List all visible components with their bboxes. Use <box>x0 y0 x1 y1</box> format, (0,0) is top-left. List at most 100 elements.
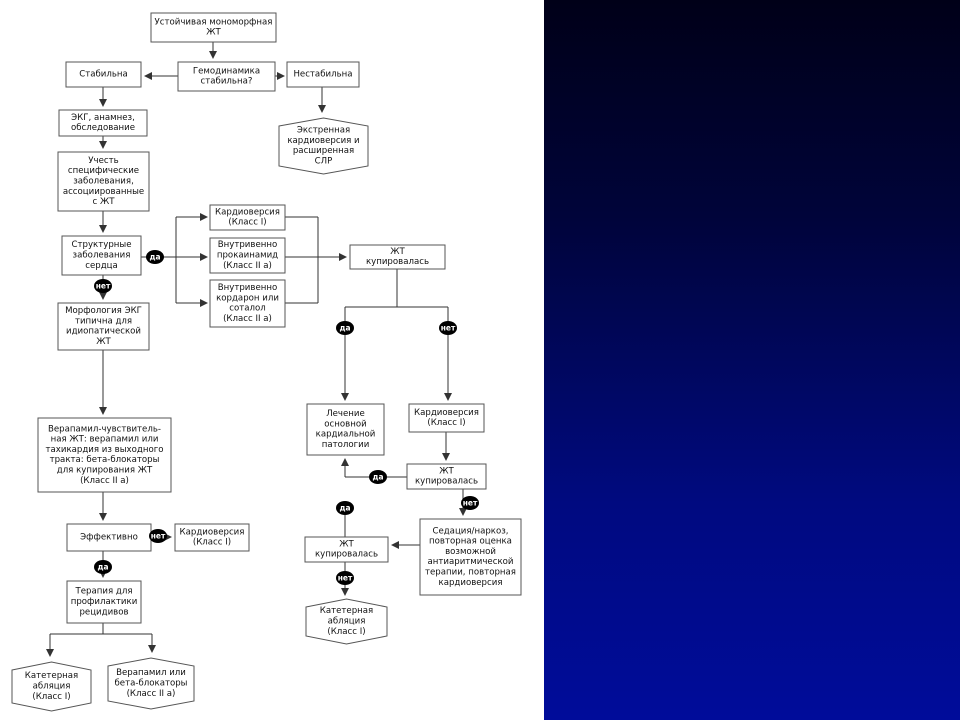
node-text: ЖТ <box>390 247 405 257</box>
node-text: идиопатической <box>66 327 141 337</box>
badge-text: да <box>97 563 108 572</box>
node-text: основной <box>324 419 366 429</box>
badge-yes: да <box>336 501 354 515</box>
node-text: расширенная <box>293 146 354 156</box>
node-text: (Класс II а) <box>223 314 272 324</box>
node-text: профилактики <box>71 597 138 607</box>
node-text: антиаритмической <box>428 557 514 567</box>
node-sedation: Седация/наркоз,повторная оценкавозможной… <box>419 518 522 596</box>
node-text: (Класс II а) <box>223 261 272 271</box>
node-text: абляция <box>33 682 71 692</box>
node-text: стабильна? <box>201 77 253 87</box>
node-text: обследование <box>71 123 135 133</box>
node-text: кардиоверсия и <box>287 136 359 146</box>
badge-no: нет <box>149 529 167 543</box>
node-text: СЛР <box>315 156 333 166</box>
node-text: ЖТ <box>206 28 221 38</box>
node-text: терапии, повторная <box>425 567 516 577</box>
node-text: (Класс I) <box>193 538 231 548</box>
node-text: соталол <box>229 304 266 314</box>
node-cardioversion-low: Кардиоверсия(Класс I) <box>174 523 250 552</box>
nodes: Устойчивая мономорфнаяЖТГемодинамикастаб… <box>11 12 522 712</box>
node-text: купировалась <box>366 257 429 267</box>
badge-text: да <box>149 253 160 262</box>
node-text: Верапамил-чувствитель- <box>48 424 161 434</box>
node-text: тракта: бета-блокаторы <box>50 455 160 465</box>
badge-text: да <box>339 324 350 333</box>
node-text: Нестабильна <box>293 70 352 80</box>
node-text: кардиоверсия <box>439 578 503 588</box>
badge-text: нет <box>463 499 478 508</box>
node-text: специфические <box>68 166 139 176</box>
badge-no: нет <box>336 571 354 585</box>
node-text: Гемодинамика <box>193 66 260 76</box>
node-text: ная ЖТ: верапамил или <box>51 435 159 445</box>
node-text: Экстренная <box>297 126 350 136</box>
badge-no: нет <box>439 321 457 335</box>
vt-management-flowchart: Устойчивая мономорфнаяЖТГемодинамикастаб… <box>11 12 522 712</box>
node-effective: Эффективно <box>66 523 152 552</box>
node-text: Структурные <box>72 240 132 250</box>
badge-no: нет <box>461 496 479 510</box>
badge-text: нет <box>96 282 111 291</box>
badge-text: нет <box>151 532 166 541</box>
node-text: Катетерная <box>25 671 78 681</box>
node-text: Терапия для <box>75 587 133 597</box>
node-text: ЭКГ, анамнез, <box>71 113 135 123</box>
node-text: (Класс I) <box>427 418 465 428</box>
node-text: (Класс I) <box>32 692 70 702</box>
node-text: Верапамил или <box>116 668 186 678</box>
node-text: абляция <box>328 617 366 627</box>
node-text: Морфология ЭКГ <box>65 306 142 316</box>
node-unstable: Нестабильна <box>286 61 360 88</box>
node-text: Устойчивая мономорфная <box>155 17 273 27</box>
badge-yes: да <box>94 560 112 574</box>
node-text: Лечение <box>326 409 365 419</box>
badge-yes: да <box>369 470 387 484</box>
badge-yes: да <box>336 321 354 335</box>
decision-badges: да нет да нет да да нет нет да нет <box>94 250 479 585</box>
node-text: с ЖТ <box>93 197 116 207</box>
node-text: (Класс II а) <box>80 476 129 486</box>
node-text: бета-блокаторы <box>115 679 188 689</box>
node-text: кардиальной <box>316 430 376 440</box>
node-text: ЖТ <box>96 337 111 347</box>
node-text: кордарон или <box>216 293 279 303</box>
node-text: купировалась <box>415 477 478 487</box>
node-cardioversion-top: Кардиоверсия(Класс I) <box>209 204 286 231</box>
badge-no: нет <box>94 279 112 293</box>
node-text: Кардиоверсия <box>215 207 280 217</box>
node-text: ЖТ <box>339 539 354 549</box>
node-stable: Стабильна <box>65 61 142 88</box>
node-text: (Класс II а) <box>127 689 176 699</box>
badge-text: да <box>372 473 383 482</box>
node-text: Внутривенно <box>218 240 278 250</box>
node-text: сердца <box>85 261 118 271</box>
node-text: Седация/наркоз, <box>432 526 508 536</box>
node-text: Кардиоверсия <box>414 408 479 418</box>
node-text: Кардиоверсия <box>180 527 245 537</box>
badge-text: нет <box>441 324 456 333</box>
node-text: рецидивов <box>79 607 128 617</box>
node-text: ЖТ <box>439 466 454 476</box>
node-text: заболевания <box>73 251 131 261</box>
badge-yes: да <box>146 250 164 264</box>
node-text: Учесть <box>88 156 118 166</box>
node-text: заболевания, <box>73 177 134 187</box>
blue-gradient-panel <box>544 0 960 720</box>
node-text: Внутривенно <box>218 283 278 293</box>
node-text: Стабильна <box>79 70 128 80</box>
